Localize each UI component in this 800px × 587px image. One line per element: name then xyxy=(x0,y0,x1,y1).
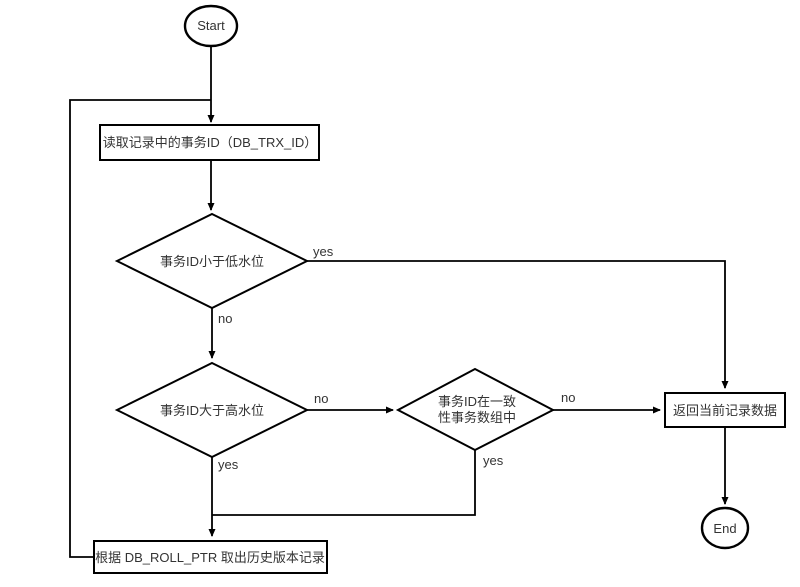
start-node xyxy=(183,4,239,48)
edge-label-low-watermark-no: no xyxy=(218,311,232,326)
end-label: End xyxy=(713,521,736,536)
decision-high-watermark-label: 事务ID大于高水位 xyxy=(160,403,264,418)
return-current-label: 返回当前记录数据 xyxy=(673,403,777,418)
fetch-history-node xyxy=(93,540,328,574)
read-record-node xyxy=(99,124,320,161)
decision-low-watermark-node xyxy=(114,212,310,310)
edge-label-low-watermark-yes: yes xyxy=(313,244,334,259)
fetch-history-label: 根据 DB_ROLL_PTR 取出历史版本记录 xyxy=(95,550,325,565)
edge-label-high-watermark-yes: yes xyxy=(218,457,239,472)
end-node xyxy=(700,506,750,550)
decision-active-array-node xyxy=(395,367,556,452)
edge-label-high-watermark-no: no xyxy=(314,391,328,406)
read-record-label: 读取记录中的事务ID（DB_TRX_ID） xyxy=(103,135,318,150)
edge-loopback-history-to-read xyxy=(69,99,211,558)
edge-active-array-yes-to-history xyxy=(212,450,476,516)
edge-low-watermark-yes-to-return xyxy=(307,260,729,389)
decision-high-watermark-node xyxy=(114,361,310,459)
start-label: Start xyxy=(197,18,225,33)
edge-label-active-array-no: no xyxy=(561,390,575,405)
decision-low-watermark-label: 事务ID小于低水位 xyxy=(160,254,264,269)
return-current-node xyxy=(664,392,786,428)
edge-label-active-array-yes: yes xyxy=(483,453,504,468)
decision-active-array-label-line2: 性事务数组中 xyxy=(438,410,516,425)
decision-active-array-label-line1: 事务ID在一致 xyxy=(438,394,516,409)
